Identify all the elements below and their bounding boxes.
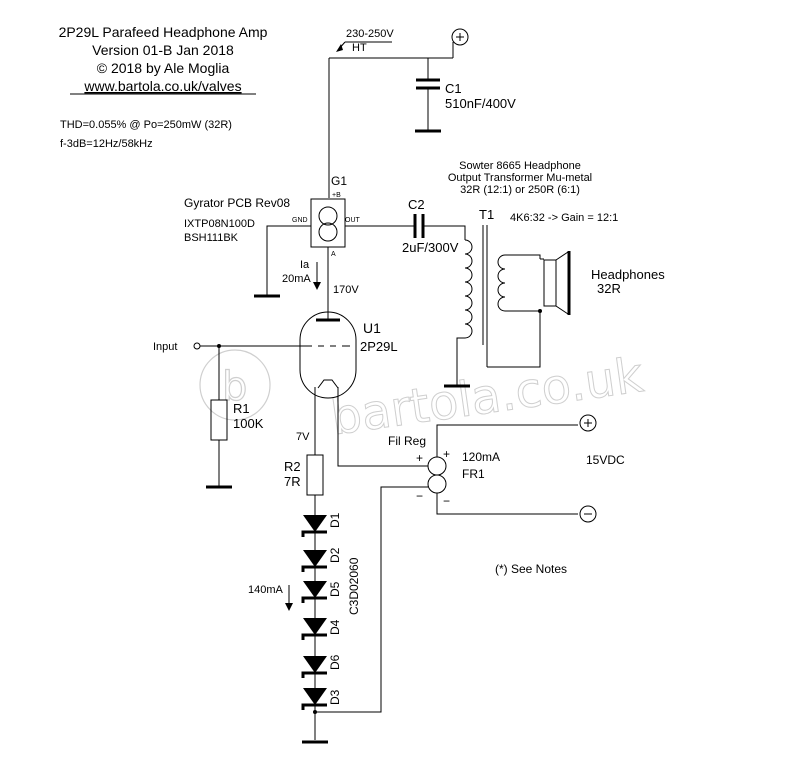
diode-ref-d4: D4 <box>328 619 342 635</box>
filament-regulator-fr1: Fil Reg 120mA FR1 + − + − <box>388 434 500 508</box>
diode-d4 <box>301 618 327 640</box>
diode-part: C3D02060 <box>347 557 361 615</box>
resistor-r1: R1 100K <box>206 346 264 489</box>
diode-d6 <box>301 656 327 678</box>
r1-value: 100K <box>233 416 264 431</box>
svg-text:b: b <box>222 364 247 410</box>
headphones-impedance: 32R <box>597 281 621 296</box>
page-title: 2P29L Parafeed Headphone Amp <box>59 24 268 40</box>
t1-ratio: 4K6:32 -> Gain = 12:1 <box>510 212 618 224</box>
r2-ref: R2 <box>284 459 301 474</box>
thd-spec: THD=0.055% @ Po=250mW (32R) <box>60 119 232 131</box>
diode-ref-d5: D5 <box>328 581 342 597</box>
ht-rail: 230-250V HT <box>328 28 454 198</box>
t1-ref: T1 <box>479 207 494 222</box>
transformer-t1: T1 Sowter 8665 Headphone Output Transfor… <box>448 160 618 345</box>
supply-minus-terminal <box>579 505 597 523</box>
version-text: Version 01-B Jan 2018 <box>92 42 234 58</box>
notes-text: (*) See Notes <box>495 562 567 576</box>
r2-value: 7R <box>284 474 301 489</box>
gyrator-ref: G1 <box>331 174 347 188</box>
diode-ref-d6: D6 <box>328 654 342 670</box>
headphones-label: Headphones <box>591 267 665 282</box>
supply-plus-terminal <box>579 414 597 432</box>
supply-voltage: 15VDC <box>586 453 625 467</box>
diode-ref-d3: D3 <box>328 689 342 705</box>
bandwidth-spec: f-3dB=12Hz/58kHz <box>60 138 153 150</box>
ht-label: HT <box>352 42 367 54</box>
c2-ref: C2 <box>408 197 425 212</box>
diode-ref-d1: D1 <box>328 512 342 528</box>
fr1-in-minus: − <box>416 489 423 503</box>
headphones-icon <box>540 251 571 315</box>
tube-u1: U1 2P29L <box>299 308 398 399</box>
c1-ref: C1 <box>445 81 462 96</box>
gyrator-pin-a: A <box>331 251 336 258</box>
gyrator-part1: IXTP08N100D <box>184 218 255 230</box>
gyrator-part2: BSH111BK <box>184 232 239 244</box>
c1-value: 510nF/400V <box>445 96 516 111</box>
diode-current: 140mA <box>248 584 284 596</box>
gyrator-pin-b: +B <box>332 192 341 199</box>
anode-current-label: Ia <box>300 259 310 271</box>
c2-value: 2uF/300V <box>402 240 459 255</box>
diode-d3 <box>301 688 327 710</box>
anode-voltage: 170V <box>333 284 359 296</box>
anode-current: 20mA <box>282 273 311 285</box>
diode-string: D1 D2 D5 D4 D6 D3 C3D02060 <box>301 512 361 744</box>
fil-current: 120mA <box>462 450 500 464</box>
copyright-text: © 2018 by Ale Moglia <box>97 60 230 76</box>
fr1-out-minus: − <box>443 494 450 508</box>
url-link[interactable]: www.bartola.co.uk/valves <box>83 78 241 94</box>
fr1-out-plus: + <box>443 447 450 461</box>
t1-desc3: 32R (12:1) or 250R (6:1) <box>460 184 580 196</box>
t1-desc1: Sowter 8665 Headphone <box>459 160 581 172</box>
tube-type: 2P29L <box>360 339 398 354</box>
watermark: b bartola.co.uk <box>199 347 647 447</box>
diode-d5 <box>301 581 327 603</box>
diode-d2 <box>301 550 327 572</box>
resistor-r2: R2 7R <box>284 454 324 512</box>
gyrator-pin-out: OUT <box>345 217 361 224</box>
r1-ref: R1 <box>233 401 250 416</box>
gyrator-pin-gnd: GND <box>292 217 308 224</box>
gyrator-g1: G1 Gyrator PCB Rev08 IXTP08N100D BSH111B… <box>184 174 361 258</box>
ht-voltage: 230-250V <box>346 28 394 40</box>
fr1-ref: FR1 <box>462 467 485 481</box>
capacitor-c1: C1 510nF/400V <box>415 58 516 133</box>
tube-ref: U1 <box>363 320 381 336</box>
ht-terminal <box>451 28 469 46</box>
t1-desc2: Output Transformer Mu-metal <box>448 172 592 184</box>
cathode-voltage: 7V <box>296 431 310 443</box>
input-label[interactable]: Input <box>153 341 177 353</box>
fil-reg-label: Fil Reg <box>388 434 426 448</box>
fr1-in-plus: + <box>416 451 423 465</box>
diode-ref-d2: D2 <box>328 547 342 563</box>
diode-d1 <box>301 515 327 537</box>
gyrator-title: Gyrator PCB Rev08 <box>184 196 290 210</box>
